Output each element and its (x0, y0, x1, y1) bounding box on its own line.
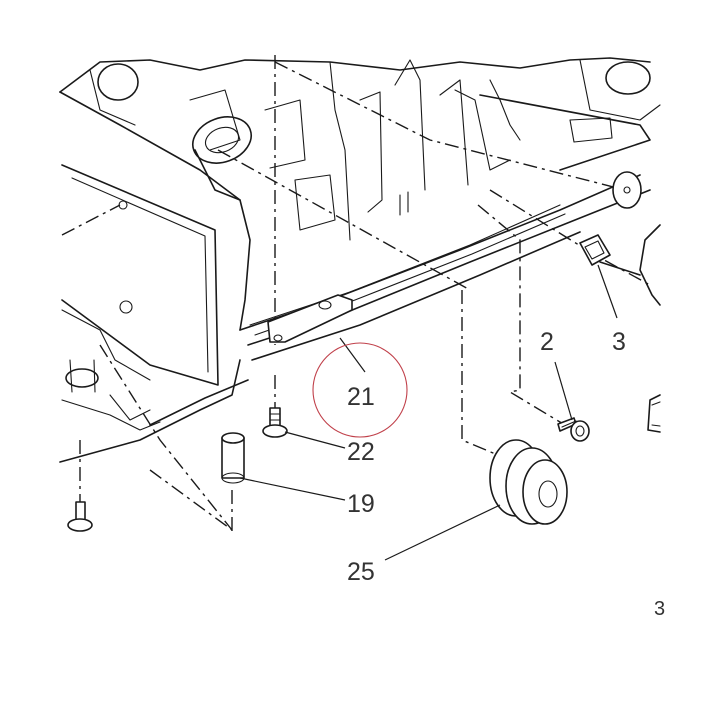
callout-25: 25 (347, 558, 375, 586)
bottom-left-screw (67, 501, 93, 532)
callout-22: 22 (347, 438, 375, 466)
highlight-circle (312, 342, 408, 438)
part-22-screw (262, 407, 288, 438)
callout-3: 3 (612, 328, 626, 356)
callout-edge: 3 (654, 598, 665, 620)
part-25-pulley (489, 439, 568, 525)
right-edge-fragments (639, 224, 661, 433)
washer-part (612, 171, 642, 209)
callout-2: 2 (540, 328, 554, 356)
leader-2 (554, 361, 573, 421)
side-panel (61, 164, 219, 431)
part-19-pin (221, 432, 245, 484)
assembly-guide-lines (61, 55, 651, 535)
leader-lines (239, 264, 618, 561)
part-21-plate (267, 294, 353, 343)
callout-21: 21 (347, 383, 375, 411)
callout-19: 19 (347, 490, 375, 518)
part-2-screw (557, 417, 590, 442)
leader-22 (284, 431, 346, 449)
leader-25 (384, 504, 501, 561)
leader-3 (597, 264, 618, 319)
leader-19 (239, 477, 346, 501)
leader-21 (339, 337, 366, 373)
part-3-clip (579, 234, 641, 276)
